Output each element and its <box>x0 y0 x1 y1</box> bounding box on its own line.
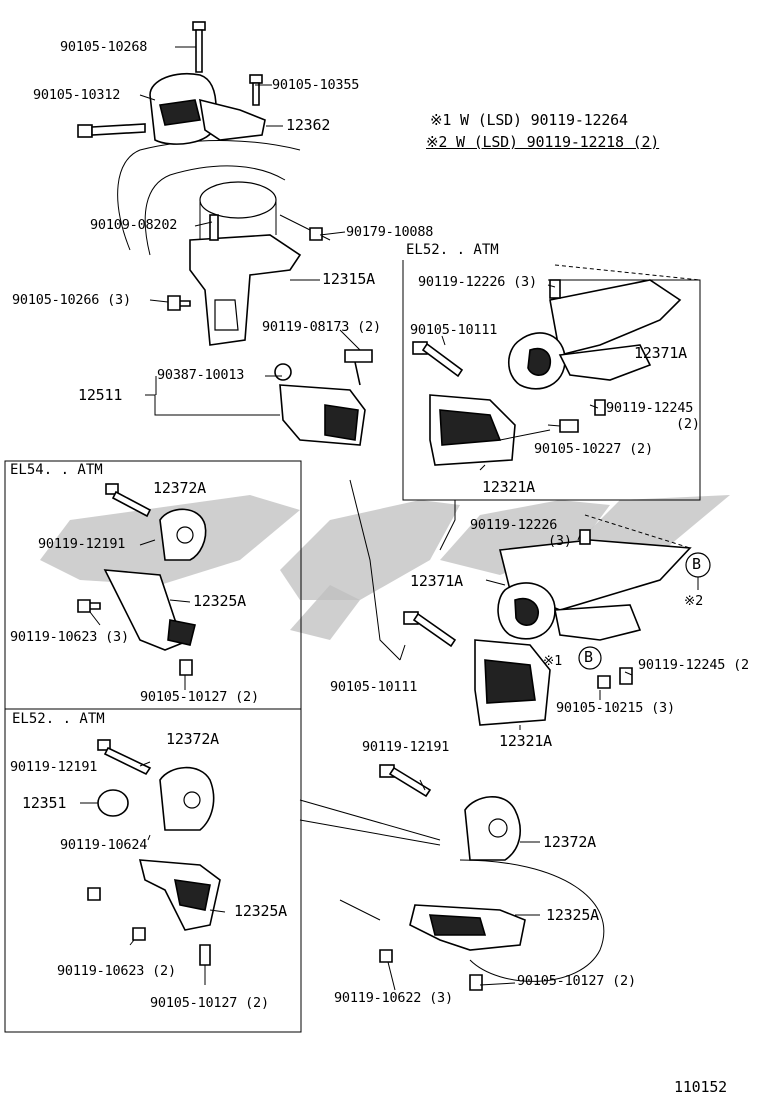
part-label: 90105-10127 (2) <box>150 995 269 1011</box>
part-label: 12351 <box>22 794 67 812</box>
part-label: (2) <box>676 416 700 432</box>
part-label: 90119-10623 (3) <box>10 629 129 645</box>
part-label: 90109-08202 <box>90 217 178 233</box>
part-label: 90119-12245 (2 <box>638 657 749 673</box>
watermark-logo <box>40 495 730 640</box>
note-ref: ※2 <box>684 593 704 609</box>
callout-b-upper: B <box>692 555 701 573</box>
part-label: 90119-12191 <box>10 759 98 775</box>
part-label: 90105-10111 <box>410 322 498 338</box>
part-label: 12321A <box>482 478 535 496</box>
part-label: 90179-10088 <box>346 224 434 240</box>
figure-id: 110152 <box>674 1078 727 1096</box>
part-label: 90119-12226 <box>470 517 558 533</box>
note-ref: ※1 <box>543 653 563 669</box>
callout-b-lower: B <box>584 648 593 666</box>
part-label: 90119-12226 (3) <box>418 274 537 290</box>
note-1-lsd: ※1 W (LSD) 90119-12264 <box>430 111 628 129</box>
part-label: 90119-12245 <box>606 400 694 416</box>
part-label: 12511 <box>78 386 123 404</box>
part-label: 90119-10622 (3) <box>334 990 453 1006</box>
part-label: 12371A <box>634 344 687 362</box>
part-label: 90105-10111 <box>330 679 418 695</box>
part-label: 12325A <box>193 592 246 610</box>
section-el52-top-title: EL52. . ATM <box>406 242 499 258</box>
section-el54-title: EL54. . ATM <box>10 462 103 478</box>
part-label: 12325A <box>546 906 599 924</box>
part-label: 12372A <box>166 730 219 748</box>
part-label: 12371A <box>410 572 463 590</box>
part-label: 12362 <box>286 116 331 134</box>
part-label: 12372A <box>153 479 206 497</box>
part-label: 12321A <box>499 732 552 750</box>
part-label: 90119-10623 (2) <box>57 963 176 979</box>
part-label: 90119-08173 (2) <box>262 319 381 335</box>
section-el52-bottom-title: EL52. . ATM <box>12 711 105 727</box>
part-label: 90119-12191 <box>362 739 450 755</box>
part-label: 90105-10127 (2) <box>517 973 636 989</box>
part-label: 90105-10127 (2) <box>140 689 259 705</box>
part-label: 12372A <box>543 833 596 851</box>
part-label: (3) <box>548 533 572 549</box>
part-label: 90119-10624 <box>60 837 148 853</box>
part-label: 90105-10355 <box>272 77 360 93</box>
part-label: 90105-10227 (2) <box>534 441 653 457</box>
part-label: 90105-10215 (3) <box>556 700 675 716</box>
part-label: 90105-10266 (3) <box>12 292 131 308</box>
part-label: 90105-10312 <box>33 87 121 103</box>
part-label: 90105-10268 <box>60 39 148 55</box>
part-label: 90119-12191 <box>38 536 126 552</box>
part-label: 12315A <box>322 270 375 288</box>
note-2-lsd: ※2 W (LSD) 90119-12218 (2) <box>426 133 660 151</box>
part-label: 90387-10013 <box>157 367 245 383</box>
part-label: 12325A <box>234 902 287 920</box>
